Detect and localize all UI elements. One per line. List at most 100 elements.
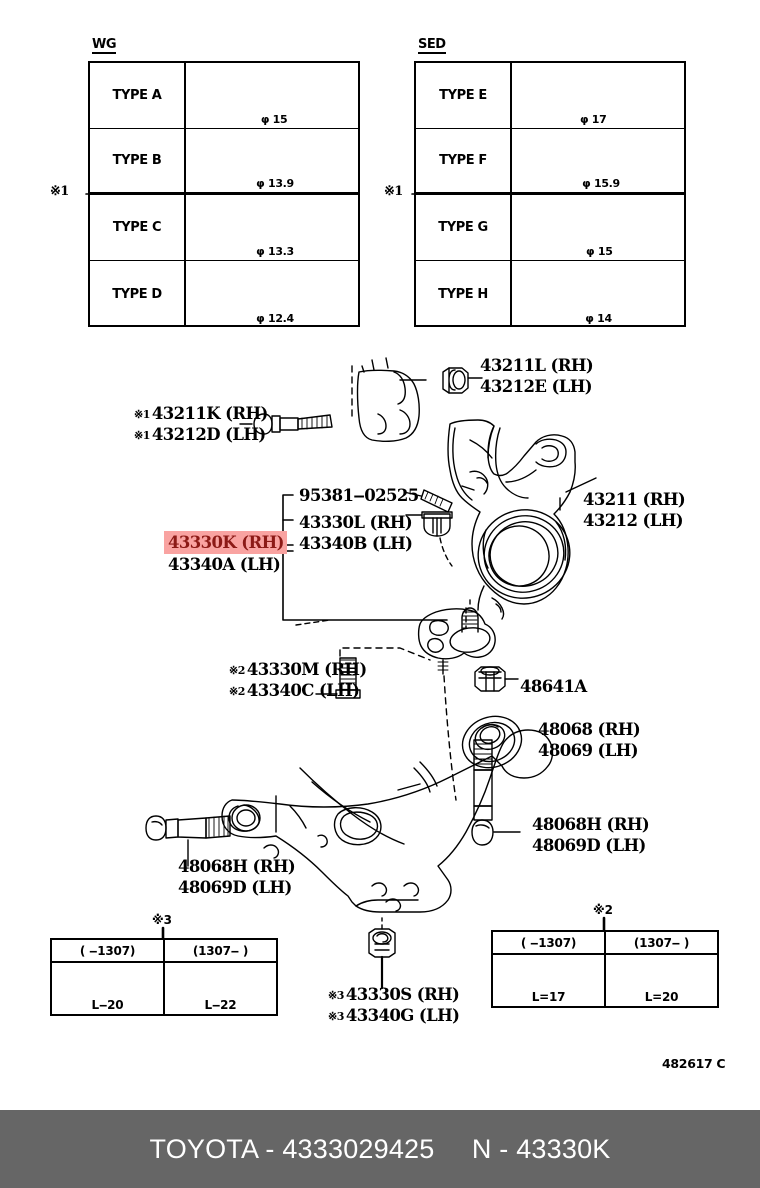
note2-column-early: ( ‒1307) L=17 [493, 932, 606, 1006]
type-label: TYPE G [416, 195, 512, 260]
callout-line: 95381‒02525 [299, 486, 419, 505]
type-figure: φ 15.9 [512, 129, 684, 192]
date-range-header: ( ‒1307) [52, 940, 163, 963]
type-label: TYPE B [90, 129, 186, 192]
footer-separator: - [265, 1133, 275, 1164]
dimension-label: φ 13.9 [256, 177, 294, 190]
drawing-number: 482617 C [662, 1056, 726, 1071]
wg-note-marker: ※1 [50, 184, 69, 199]
nut-43330s [368, 917, 396, 990]
sed-section-title: SED [418, 37, 446, 54]
suffix-prefix: N - [471, 1133, 509, 1164]
callout-line: 48068H (RH) [532, 815, 650, 834]
length-label: L=20 [644, 990, 679, 1004]
type-label: TYPE A [90, 63, 186, 128]
length-label: L‒20 [91, 998, 124, 1012]
wg-bolt-type-table: TYPE A φ 15 TYPE B φ 13.9 TYPE C φ 13.3 … [88, 61, 360, 327]
abs-bracket-part [351, 357, 420, 443]
sed-bolt-type-table: TYPE E φ 17 TYPE F φ 15.9 TYPE G φ 15 TY… [414, 61, 686, 327]
table-row: TYPE B φ 13.9 [90, 129, 358, 195]
grommet-43330l [405, 511, 453, 567]
note-marker: ※1 [134, 408, 150, 421]
note-marker: ※2 [229, 664, 245, 677]
sed-note-marker: ※1 [384, 184, 403, 199]
suffix-code: 43330K [516, 1133, 611, 1164]
date-range-header: (1307‒ ) [606, 932, 717, 955]
type-figure: φ 14 [512, 261, 684, 327]
callout-43330l: 43330L (RH) 43340B (LH) [299, 512, 413, 554]
type-figure: φ 15 [186, 63, 358, 128]
dimension-label: φ 15.9 [582, 177, 620, 190]
steering-knuckle-part [447, 419, 576, 629]
type-figure: φ 17 [512, 63, 684, 128]
date-range-header: (1307‒ ) [165, 940, 276, 963]
callout-48068: 48068 (RH) 48069 (LH) [538, 719, 641, 761]
callout-line: 48069 (LH) [538, 741, 639, 761]
callout-line: 48641A [520, 677, 587, 696]
table-row: TYPE D φ 12.4 [90, 261, 358, 327]
note-marker: ※3 [328, 1010, 344, 1024]
dimension-label: φ 17 [579, 113, 607, 126]
callout-43330k: 43330K (RH) 43340A (LH) [164, 531, 287, 575]
leader-43330m-dash [295, 619, 331, 626]
dimension-label: φ 15 [586, 245, 613, 258]
note-marker: ※1 [134, 429, 150, 443]
callout-line: 43330L (RH) [299, 513, 413, 532]
figure-cell: L=17 [493, 955, 604, 1006]
note3-table: ( ‒1307) L‒20 (1307‒ ) L‒22 [50, 938, 278, 1016]
callout-line: 48068 (RH) [538, 720, 641, 739]
part-number: 4333029425 [282, 1133, 435, 1164]
type-label: TYPE H [416, 261, 512, 327]
type-figure: φ 13.9 [186, 129, 358, 192]
callout-line: 48069D (LH) [532, 836, 646, 856]
note2-marker: ※2 [593, 903, 614, 917]
callout-line: 43211 (RH) [583, 490, 686, 509]
table-row: TYPE G φ 15 [416, 195, 684, 261]
callout-line: 43211L (RH) [480, 356, 594, 375]
wg-section-title: WG [92, 37, 117, 54]
table-row: TYPE H φ 14 [416, 261, 684, 327]
callout-line: 43340B (LH) [299, 534, 413, 554]
note3-column-early: ( ‒1307) L‒20 [52, 940, 165, 1014]
footer-text: TOYOTA - 4333029425 N - 43330K [149, 1134, 610, 1165]
length-label: L‒22 [204, 998, 237, 1012]
type-figure: φ 12.4 [186, 261, 358, 327]
bolt-48068h-right [471, 739, 521, 846]
table-row: TYPE C φ 13.3 [90, 195, 358, 261]
callout-line: 43340A (LH) [168, 555, 281, 575]
date-range-header: ( ‒1307) [493, 932, 604, 955]
brand-label: TOYOTA [149, 1133, 258, 1164]
type-label: TYPE C [90, 195, 186, 260]
dimension-label: φ 13.3 [256, 245, 294, 258]
table-row: TYPE A φ 15 [90, 63, 358, 129]
type-figure: φ 13.3 [186, 195, 358, 260]
callout-43211: 43211 (RH) 43212 (LH) [583, 489, 686, 531]
type-label: TYPE D [90, 261, 186, 327]
ball-joint-part [417, 599, 496, 801]
note3-marker: ※3 [152, 913, 173, 927]
callout-line: 48069D (LH) [178, 878, 292, 898]
note-marker: ※2 [229, 685, 245, 699]
dimension-label: φ 15 [260, 113, 288, 126]
note2-column-late: (1307‒ ) L=20 [606, 932, 717, 1006]
figure-cell: L‒22 [165, 963, 276, 1014]
highlighted-part-number: 43330K (RH) [164, 531, 287, 555]
nut-48641a [474, 666, 519, 692]
callout-48641a: 48641A [520, 676, 587, 697]
figure-cell: L‒20 [52, 963, 163, 1014]
length-label: L=17 [531, 990, 566, 1004]
table-row: TYPE F φ 15.9 [416, 129, 684, 195]
callout-line: 43212E (LH) [480, 377, 593, 397]
knuckle-nut-43211l [442, 367, 483, 394]
callout-line: 48068H (RH) [178, 857, 296, 876]
type-label: TYPE E [416, 63, 512, 128]
callout-48068h-right: 48068H (RH) 48069D (LH) [532, 814, 650, 856]
